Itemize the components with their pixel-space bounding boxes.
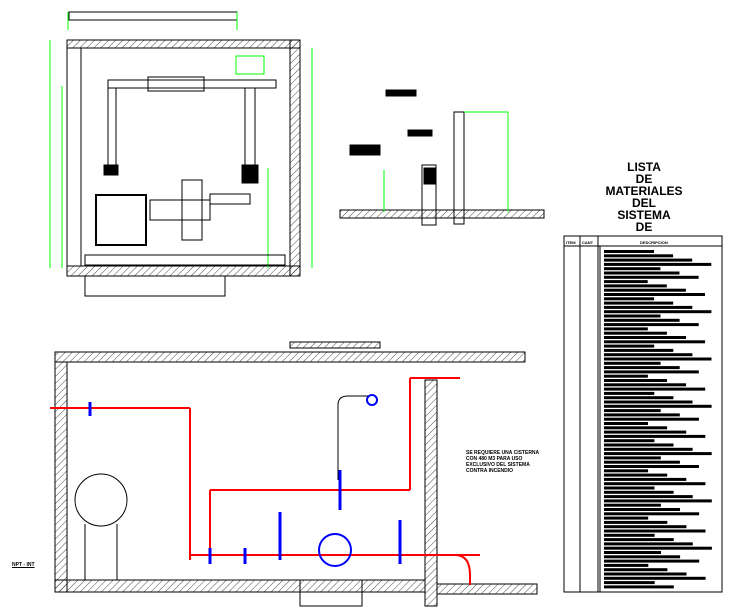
header-description: DESCRIPCION bbox=[640, 240, 668, 245]
cistern-note: SE REQUIERE UNA CISTERNA CON 480 M3 PARA… bbox=[466, 450, 539, 474]
description-bar bbox=[604, 258, 693, 262]
description-bar bbox=[604, 336, 686, 339]
title-line: DE bbox=[635, 220, 653, 234]
description-bar bbox=[604, 568, 668, 572]
description-bar bbox=[604, 413, 680, 417]
description-bar bbox=[604, 452, 712, 456]
description-bar bbox=[604, 305, 693, 309]
description-bar bbox=[604, 288, 686, 292]
description-bar bbox=[604, 486, 655, 490]
description-bar bbox=[604, 508, 680, 511]
elevation-detail bbox=[339, 89, 545, 226]
description-bar bbox=[604, 254, 674, 258]
description-bar bbox=[604, 379, 667, 382]
description-bar bbox=[604, 533, 655, 537]
header-item: ITEM bbox=[566, 240, 576, 245]
description-bar bbox=[604, 495, 693, 499]
header-cant: CANT bbox=[582, 240, 594, 245]
description-bar bbox=[604, 366, 680, 370]
title-line: DE bbox=[635, 172, 653, 186]
description-bar bbox=[604, 310, 712, 314]
description-bar bbox=[604, 555, 681, 559]
materials-title: LISTA DE MATERIALES DEL SISTEMA DE bbox=[590, 161, 698, 233]
description-bar bbox=[604, 520, 668, 524]
description-bar bbox=[604, 348, 674, 352]
description-bar bbox=[604, 396, 674, 400]
description-bar bbox=[604, 391, 655, 395]
description-bar bbox=[604, 370, 699, 374]
title-line: SISTEMA bbox=[617, 208, 671, 222]
description-bar bbox=[604, 559, 700, 563]
description-bar bbox=[604, 280, 648, 284]
description-bar bbox=[604, 250, 654, 253]
description-bar bbox=[604, 512, 700, 516]
description-bar bbox=[604, 499, 712, 503]
description-bar bbox=[604, 417, 699, 421]
materials-table bbox=[563, 235, 723, 593]
description-bar bbox=[604, 546, 712, 550]
description-bar bbox=[604, 318, 680, 322]
description-bar bbox=[604, 525, 687, 529]
description-bar bbox=[604, 585, 674, 589]
description-bar bbox=[604, 576, 706, 580]
description-bar bbox=[604, 443, 674, 447]
description-bar bbox=[604, 284, 667, 288]
description-bar bbox=[604, 529, 706, 533]
description-bar bbox=[604, 542, 693, 546]
description-bar bbox=[604, 563, 649, 567]
description-bar bbox=[604, 447, 693, 451]
description-bar bbox=[604, 327, 648, 331]
description-bar bbox=[604, 572, 687, 576]
table-rows bbox=[604, 250, 712, 589]
description-bar bbox=[604, 409, 661, 413]
description-bar bbox=[604, 353, 693, 357]
description-bar bbox=[604, 400, 693, 404]
description-bar bbox=[604, 469, 649, 473]
description-bar bbox=[604, 357, 712, 361]
section-view bbox=[50, 341, 538, 607]
title-line: MATERIALES bbox=[605, 184, 683, 198]
description-bar bbox=[604, 477, 687, 481]
description-bar bbox=[604, 426, 668, 430]
description-bar bbox=[604, 297, 655, 301]
description-bar bbox=[604, 490, 674, 494]
description-bar bbox=[604, 516, 649, 520]
description-bar bbox=[604, 387, 706, 391]
description-bar bbox=[604, 374, 648, 378]
description-bar bbox=[604, 340, 706, 344]
description-bar bbox=[604, 314, 661, 318]
description-bar bbox=[604, 460, 680, 464]
description-bar bbox=[604, 456, 661, 460]
description-bar bbox=[604, 581, 655, 585]
title-line: LISTA bbox=[627, 160, 661, 174]
description-bar bbox=[604, 301, 674, 305]
description-bar bbox=[604, 331, 667, 335]
description-bar bbox=[604, 262, 712, 266]
description-bar bbox=[604, 465, 699, 468]
description-bar bbox=[604, 482, 706, 486]
description-bar bbox=[604, 344, 655, 348]
plan-view bbox=[49, 11, 313, 297]
description-bar bbox=[604, 439, 655, 443]
description-bar bbox=[604, 503, 661, 507]
description-bar bbox=[604, 404, 712, 408]
level-label: NPT - INT bbox=[12, 562, 35, 568]
description-bar bbox=[604, 323, 699, 327]
description-bar bbox=[604, 430, 687, 434]
description-bar bbox=[604, 275, 699, 279]
description-bar bbox=[604, 473, 668, 477]
description-bar bbox=[604, 271, 680, 275]
description-bar bbox=[604, 267, 661, 271]
title-line: DEL bbox=[632, 196, 656, 210]
description-bar bbox=[604, 551, 661, 554]
description-bar bbox=[604, 422, 648, 425]
description-bar bbox=[604, 361, 661, 365]
description-bar bbox=[604, 434, 706, 438]
description-bar bbox=[604, 538, 674, 542]
description-bar bbox=[604, 293, 705, 296]
description-bar bbox=[604, 383, 687, 387]
